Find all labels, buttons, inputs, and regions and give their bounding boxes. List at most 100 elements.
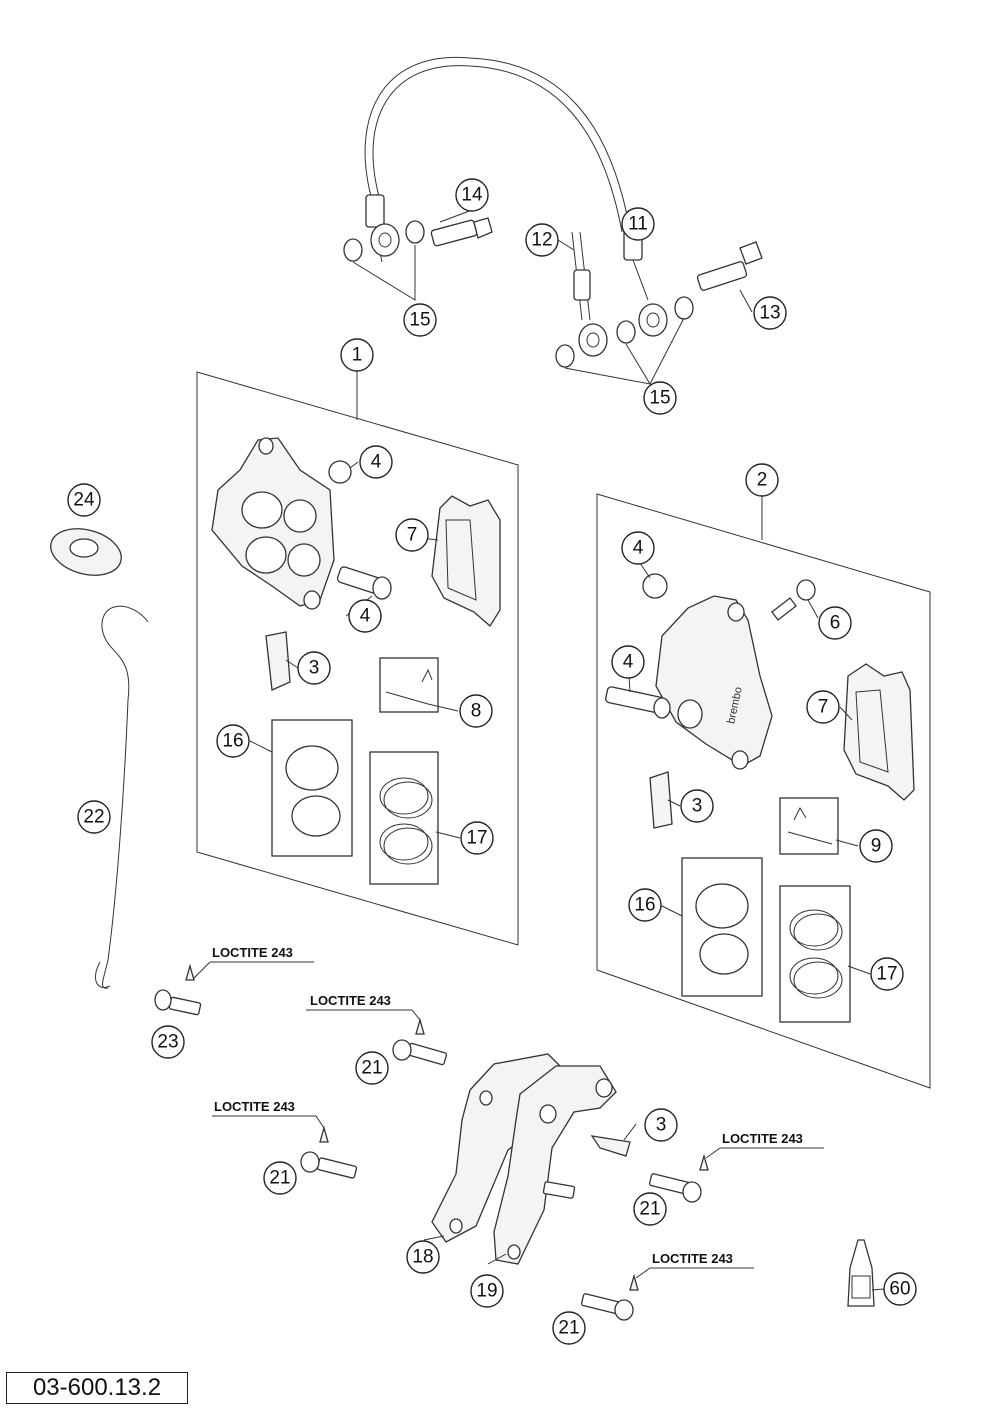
callout-16-right: 16 (628, 888, 662, 922)
svg-text:3: 3 (656, 1115, 667, 1136)
anti-rattle-spring-3c (590, 1135, 631, 1157)
diagram-reference-number: 03-600.13.2 (6, 1372, 188, 1404)
svg-text:21: 21 (269, 1168, 290, 1189)
svg-text:15: 15 (649, 388, 670, 409)
svg-text:13: 13 (759, 303, 780, 324)
callout-15-lower: 15 (643, 381, 677, 415)
callout-7-left: 7 (395, 518, 429, 552)
svg-text:4: 4 (623, 652, 634, 673)
callout-21-a: 21 (355, 1051, 389, 1085)
svg-text:21: 21 (639, 1199, 660, 1220)
svg-text:60: 60 (889, 1279, 910, 1300)
brake-caliper-left (211, 437, 335, 610)
callout-6: 6 (818, 606, 852, 640)
callout-21-b: 21 (263, 1161, 297, 1195)
kit-panel-1 (196, 371, 519, 946)
svg-text:LOCTITE 243: LOCTITE 243 (310, 993, 391, 1008)
callout-24: 24 (67, 483, 101, 517)
svg-text:17: 17 (876, 964, 897, 985)
callout-17-right: 17 (870, 957, 904, 991)
svg-text:24: 24 (73, 490, 95, 511)
callout-3-bracket: 3 (644, 1108, 678, 1142)
svg-text:7: 7 (407, 525, 418, 546)
svg-text:LOCTITE 243: LOCTITE 243 (722, 1131, 803, 1146)
banjo-fitting-upper (343, 217, 493, 262)
piston-kit-16b (681, 857, 763, 997)
svg-text:12: 12 (531, 230, 552, 251)
callout-4-a: 4 (359, 445, 393, 479)
loctite-label-3: LOCTITE 243 (212, 1099, 325, 1129)
brake-hose-short (555, 231, 763, 368)
callout-4-d: 4 (611, 645, 645, 679)
callout-21-c: 21 (633, 1192, 667, 1226)
svg-text:14: 14 (461, 185, 483, 206)
svg-text:17: 17 (466, 828, 487, 849)
caliper-support-bracket-19 (493, 1065, 617, 1265)
callout-3-left: 3 (297, 651, 331, 685)
rubber-grommet-24 (50, 528, 122, 576)
callout-18: 18 (406, 1240, 440, 1274)
loctite-label-4: LOCTITE 243 (705, 1131, 824, 1159)
svg-text:19: 19 (476, 1281, 497, 1302)
svg-text:16: 16 (634, 895, 655, 916)
svg-text:7: 7 (818, 697, 829, 718)
svg-text:21: 21 (558, 1318, 579, 1339)
anti-rattle-spring-3b (649, 771, 673, 829)
svg-text:3: 3 (692, 796, 703, 817)
guide-bushing-4c (642, 573, 668, 599)
callout-22: 22 (77, 800, 111, 834)
callout-3-right: 3 (680, 789, 714, 823)
brake-pad-right (843, 663, 915, 801)
svg-text:16: 16 (222, 731, 243, 752)
callout-16-left: 16 (216, 724, 250, 758)
callout-19: 19 (470, 1274, 504, 1308)
svg-text:22: 22 (83, 807, 104, 828)
svg-text:18: 18 (412, 1247, 433, 1268)
screw-23 (154, 963, 202, 1016)
svg-text:21: 21 (361, 1058, 382, 1079)
screw-21a (392, 1017, 448, 1066)
callout-9: 9 (859, 829, 893, 863)
svg-text:4: 4 (633, 538, 644, 559)
svg-text:LOCTITE 243: LOCTITE 243 (652, 1251, 733, 1266)
svg-text:9: 9 (871, 836, 882, 857)
bleed-valve-6 (771, 579, 816, 621)
guide-bushing-4a (328, 460, 352, 484)
svg-text:2: 2 (757, 470, 768, 491)
seal-kit-17b (779, 885, 851, 1023)
callout-17-left: 17 (460, 821, 494, 855)
brake-hose (364, 56, 649, 301)
callout-11: 11 (621, 207, 655, 241)
callout-4-b: 4 (348, 599, 382, 633)
callout-7-right: 7 (806, 690, 840, 724)
callout-8: 8 (459, 694, 493, 728)
anti-rattle-spring-3a (265, 631, 291, 691)
loctite-label-5: LOCTITE 243 (635, 1251, 754, 1279)
callout-12: 12 (525, 223, 559, 257)
svg-text:15: 15 (409, 310, 430, 331)
screw-21b (300, 1125, 358, 1179)
svg-text:6: 6 (830, 613, 841, 634)
callout-21-d: 21 (552, 1311, 586, 1345)
callout-2: 2 (745, 463, 779, 497)
cable-guide-wire-22 (95, 605, 149, 989)
svg-text:LOCTITE 243: LOCTITE 243 (214, 1099, 295, 1114)
callout-4-c: 4 (621, 531, 655, 565)
brake-pad-left (431, 495, 501, 627)
callout-13: 13 (753, 296, 787, 330)
callout-15-upper: 15 (403, 303, 437, 337)
leader-lines (249, 209, 885, 1291)
seal-kit-17a (369, 751, 439, 885)
svg-text:3: 3 (309, 658, 320, 679)
loctite-label-2: LOCTITE 243 (306, 993, 421, 1021)
guide-pin-4d (605, 686, 671, 719)
svg-text:8: 8 (471, 701, 482, 722)
pin-kit-8 (379, 657, 439, 713)
callout-1: 1 (340, 338, 374, 372)
svg-text:4: 4 (360, 606, 371, 627)
svg-text:4: 4 (371, 452, 382, 473)
svg-text:23: 23 (157, 1032, 178, 1053)
callout-23: 23 (151, 1025, 185, 1059)
piston-kit-16a (271, 719, 353, 857)
